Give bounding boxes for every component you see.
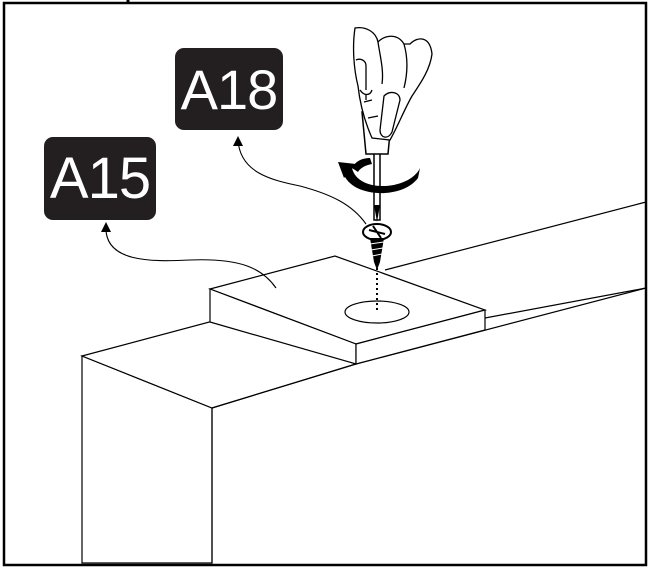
part-label-a15: A15 <box>44 137 156 220</box>
pointer-arrowheads <box>101 136 243 232</box>
screw-icon <box>362 223 392 270</box>
pointer-arrow-icon <box>105 139 367 289</box>
rotation-arrow-icon <box>338 158 420 194</box>
side-panel <box>80 316 358 564</box>
screw-hole <box>344 300 410 324</box>
block-a15 <box>208 255 488 365</box>
part-label-a18: A18 <box>175 48 283 130</box>
part-label-a18-text: A18 <box>180 57 279 121</box>
part-label-a15-text: A15 <box>49 146 151 211</box>
hand-icon <box>352 26 433 141</box>
